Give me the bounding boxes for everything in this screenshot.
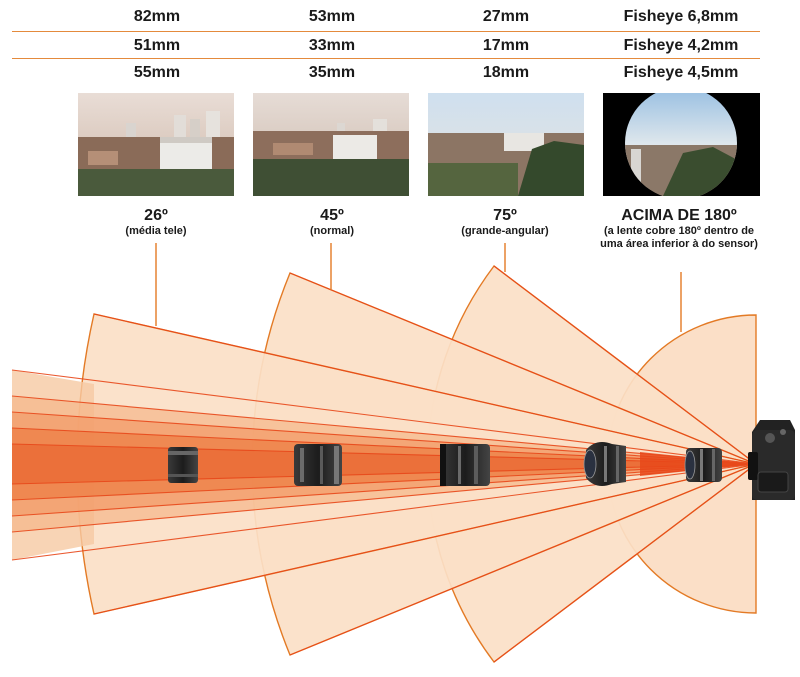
angle-degrees: ACIMA DE 180º [621, 207, 737, 224]
focal-cell: 82mm [133, 8, 181, 25]
leader-lines [155, 243, 682, 332]
angle-note: (grande-angular) [461, 225, 549, 237]
focal-cell: Fisheye 6,8mm [623, 8, 739, 25]
row-divider [12, 31, 760, 32]
sample-photo-fisheye [603, 93, 760, 196]
angle-note: (a lente cobre 180º dentro de uma área i… [600, 225, 758, 250]
focal-cell: 27mm [482, 8, 530, 25]
angle-degrees: 45º [320, 207, 344, 224]
sample-photo-wide [428, 93, 584, 196]
focal-row: 55mm 35mm 18mm Fisheye 4,5mm [12, 60, 760, 86]
sample-photo-normal [253, 93, 409, 196]
angle-label-fisheye: ACIMA DE 180º (a lente cobre 180º dentro… [596, 207, 762, 251]
focal-cell: 51mm [133, 37, 181, 54]
focal-cell: 35mm [308, 64, 356, 81]
camera-body-icon [748, 420, 795, 500]
angle-label-normal: 45º (normal) [272, 207, 392, 238]
fisheye-lens-icon [583, 442, 626, 486]
focal-cell: 55mm [133, 64, 181, 81]
angle-label-tele: 26º (média tele) [96, 207, 216, 238]
row-divider [12, 58, 760, 59]
angle-degrees: 75º [493, 207, 517, 224]
angle-note: (média tele) [125, 225, 187, 237]
angle-label-wide: 75º (grande-angular) [440, 207, 570, 238]
focal-row: 51mm 33mm 17mm Fisheye 4,2mm [12, 33, 760, 59]
angle-note: (normal) [310, 225, 354, 237]
focal-cell: 33mm [308, 37, 356, 54]
fisheye-lens-icon [684, 448, 722, 482]
lens-icon [440, 444, 490, 486]
focal-cell: 18mm [482, 64, 530, 81]
focal-row: 82mm 53mm 27mm Fisheye 6,8mm [12, 4, 760, 30]
focal-cell: 17mm [482, 37, 530, 54]
sample-photo-tele [78, 93, 234, 196]
focal-cell: Fisheye 4,5mm [623, 64, 739, 81]
lens-icon [168, 447, 198, 483]
angle-degrees: 26º [144, 207, 168, 224]
focal-cell: Fisheye 4,2mm [623, 37, 739, 54]
lens-icon [294, 444, 342, 486]
focal-cell: 53mm [308, 8, 356, 25]
